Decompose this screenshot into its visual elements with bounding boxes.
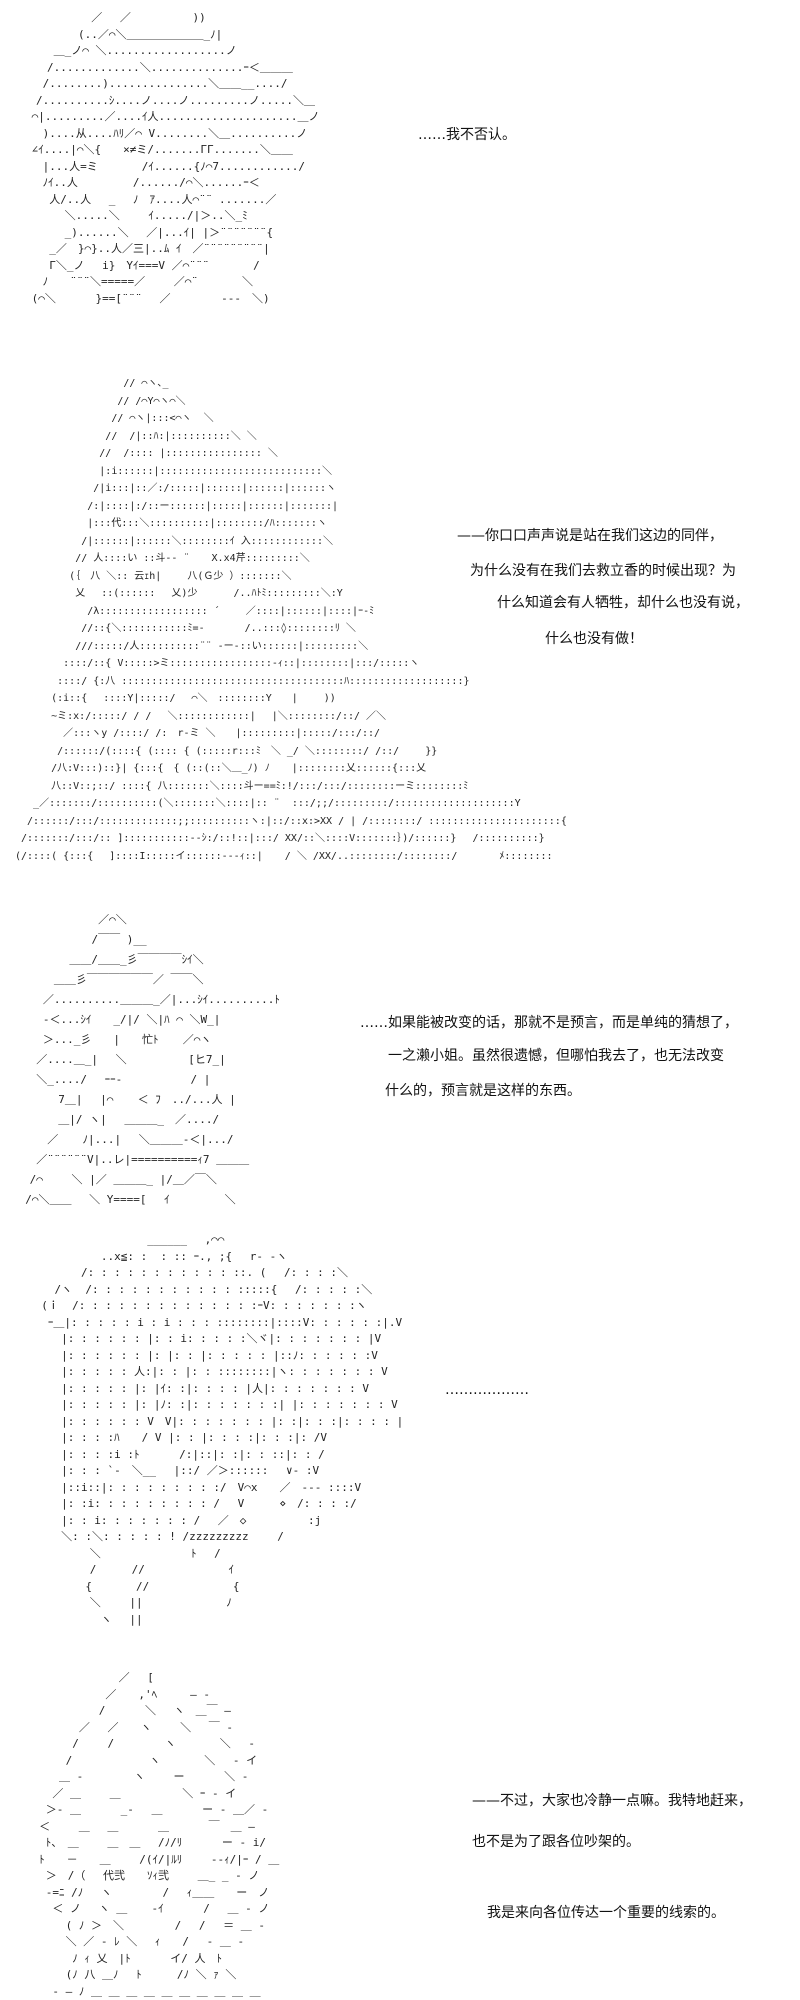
dialogue-line: ——你口口声声说是站在我们这边的同伴， bbox=[457, 528, 723, 544]
ascii-art-character-5: ／ [ ／ ,'ﾍ ― ‐ / ＼ ヽ ＿￣ ― ／ ／ ヽ ＼ ￣ ‐ / /… bbox=[39, 1671, 280, 1998]
dialogue-line: 为什么没有在我们去救立香的时候出现？为 bbox=[470, 563, 736, 579]
dialogue-line: ……我不否认。 bbox=[418, 127, 516, 143]
dialogue-line: 什么也没有做！ bbox=[545, 631, 643, 647]
dialogue-line: 一之濑小姐。虽然很遗憾，但哪怕我去了，也无法改变 bbox=[388, 1048, 724, 1064]
ascii-art-character-1: ／ ／ )) (..／⌒＼＿＿＿＿＿＿＿_ﾉ| ＿_ノ⌒ ＼..........… bbox=[31, 11, 320, 305]
dialogue-line: 什么知道会有人牺牲，却什么也没有说， bbox=[497, 595, 749, 611]
dialogue-line: 什么的，预言就是这样的东西。 bbox=[385, 1083, 581, 1099]
dialogue-line: 我是来向各位传达一个重要的线索的。 bbox=[487, 1905, 725, 1921]
dialogue-line: ……………… bbox=[445, 1382, 529, 1398]
ascii-art-character-2: // ⌒ヽ､_ // /⌒Y⌒ヽ⌒＼ // ⌒ヽ|:::<⌒ヽ ＼ // /|:… bbox=[15, 378, 567, 862]
ascii-art-character-4: ______ ,⌒⌒ ..x≦: : : :: ｰ., ;{ r‐ ‐ヽ /: … bbox=[41, 1233, 404, 1626]
dialogue-line: 也不是为了跟各位吵架的。 bbox=[472, 1834, 640, 1850]
dialogue-line: ……如果能被改变的话，那就不是预言，而是单纯的猜想了， bbox=[360, 1015, 738, 1031]
dialogue-line: ——不过，大家也冷静一点嘛。我特地赶来， bbox=[472, 1793, 752, 1809]
ascii-art-character-3: ／⌒＼ /￣￣ )__ ＿＿/＿＿_彡￣￣￣￣ｼｲ＼ ＿＿彡￣￣￣￣￣￣／ ￣￣… bbox=[25, 913, 280, 1206]
